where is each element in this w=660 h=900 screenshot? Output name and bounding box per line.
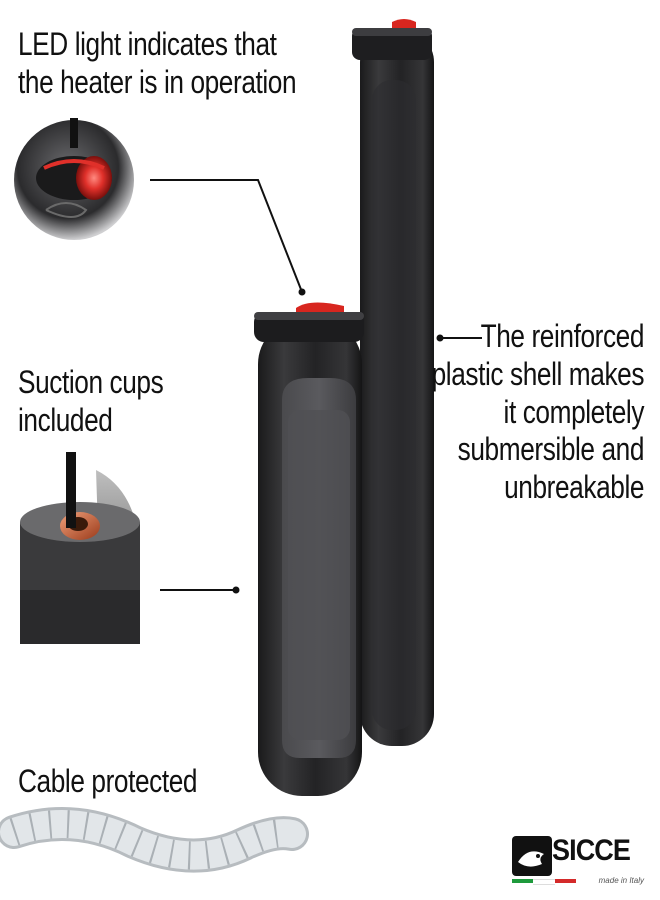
shell-caption-line-2: plastic shell makes	[431, 355, 645, 392]
suction-caption-line-2: included	[18, 401, 113, 438]
callout-lines	[150, 179, 482, 594]
fish-logo-icon	[45, 202, 88, 218]
shell-caption-line-4: submersible and	[457, 431, 645, 468]
led-detail-circle	[14, 118, 134, 240]
led-caption: LED light indicates that the heater is i…	[18, 26, 297, 102]
led-indicator-short	[296, 302, 344, 312]
fish-brand-icon	[512, 836, 552, 876]
shell-caption-line-5: unbreakable	[504, 469, 644, 505]
shell-caption-line-1: The reinforced	[480, 318, 645, 354]
suction-cup-detail	[20, 452, 140, 644]
led-caption-line-2: the heater is in operation	[18, 63, 297, 100]
cable-caption-line: Cable protected	[18, 763, 198, 799]
suction-caption-line-1: Suction cups	[18, 364, 164, 400]
shell-caption-line-3: it completely	[503, 393, 644, 430]
brand-tagline: made in Italy	[598, 876, 644, 885]
shell-caption: The reinforced plastic shell makes it co…	[431, 318, 645, 507]
italian-flag-stripe	[512, 879, 576, 885]
sicce-logo: SICCE made in Italy	[510, 832, 648, 892]
led-indicator-tall	[392, 19, 416, 28]
led-caption-line-1: LED light indicates that	[18, 26, 277, 62]
tall-heater	[352, 19, 434, 746]
cable-protector	[0, 807, 309, 873]
led-callout-line	[150, 179, 303, 293]
suction-caption: Suction cups included	[18, 364, 164, 440]
cable-caption: Cable protected	[18, 763, 198, 801]
short-heater	[254, 302, 364, 796]
brand-name: SICCE	[552, 834, 631, 867]
